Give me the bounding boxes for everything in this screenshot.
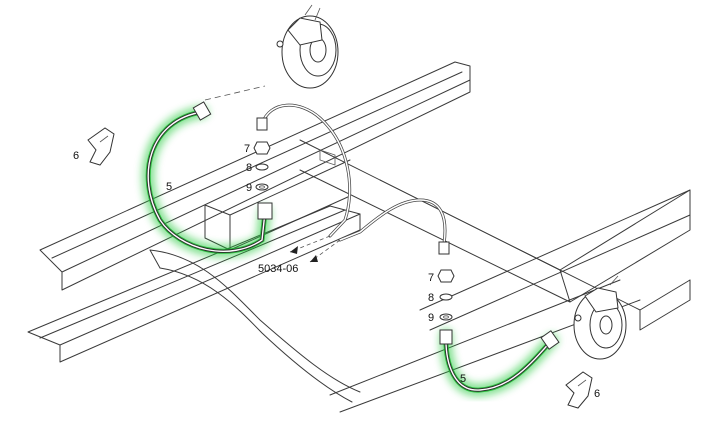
bracket-right-icon <box>565 371 593 409</box>
callout-bracket-right: 6 <box>594 388 600 400</box>
callout-bracket-left: 6 <box>73 150 79 162</box>
brake-disc-lower-icon <box>573 275 627 360</box>
drawing-code: 5034-06 <box>258 263 298 275</box>
callout-washer2-upper: 9 <box>246 182 252 194</box>
callout-washer2-lower: 9 <box>428 312 434 324</box>
callout-hose-right: 5 <box>460 373 466 385</box>
callout-nut-lower: 7 <box>428 272 434 284</box>
callout-labels: 5 5 6 6 7 8 9 7 8 9 5034-06 <box>73 143 600 400</box>
fastener-stack-upper <box>253 141 271 191</box>
leader-arrows <box>204 85 341 263</box>
fastener-stack-lower <box>437 269 455 321</box>
chassis-frame <box>27 61 691 413</box>
callout-washer-upper: 8 <box>246 162 252 174</box>
brake-pipe-upper <box>256 103 352 238</box>
callout-hose-left: 5 <box>166 181 172 193</box>
flex-hose-left[interactable] <box>141 101 273 258</box>
callout-washer-lower: 8 <box>428 292 434 304</box>
bracket-left-icon <box>87 127 115 166</box>
brake-pipe-lower <box>338 198 450 255</box>
brake-disc-upper-icon <box>276 4 339 89</box>
callout-nut-upper: 7 <box>244 143 250 155</box>
flex-hose-right[interactable] <box>439 328 560 397</box>
